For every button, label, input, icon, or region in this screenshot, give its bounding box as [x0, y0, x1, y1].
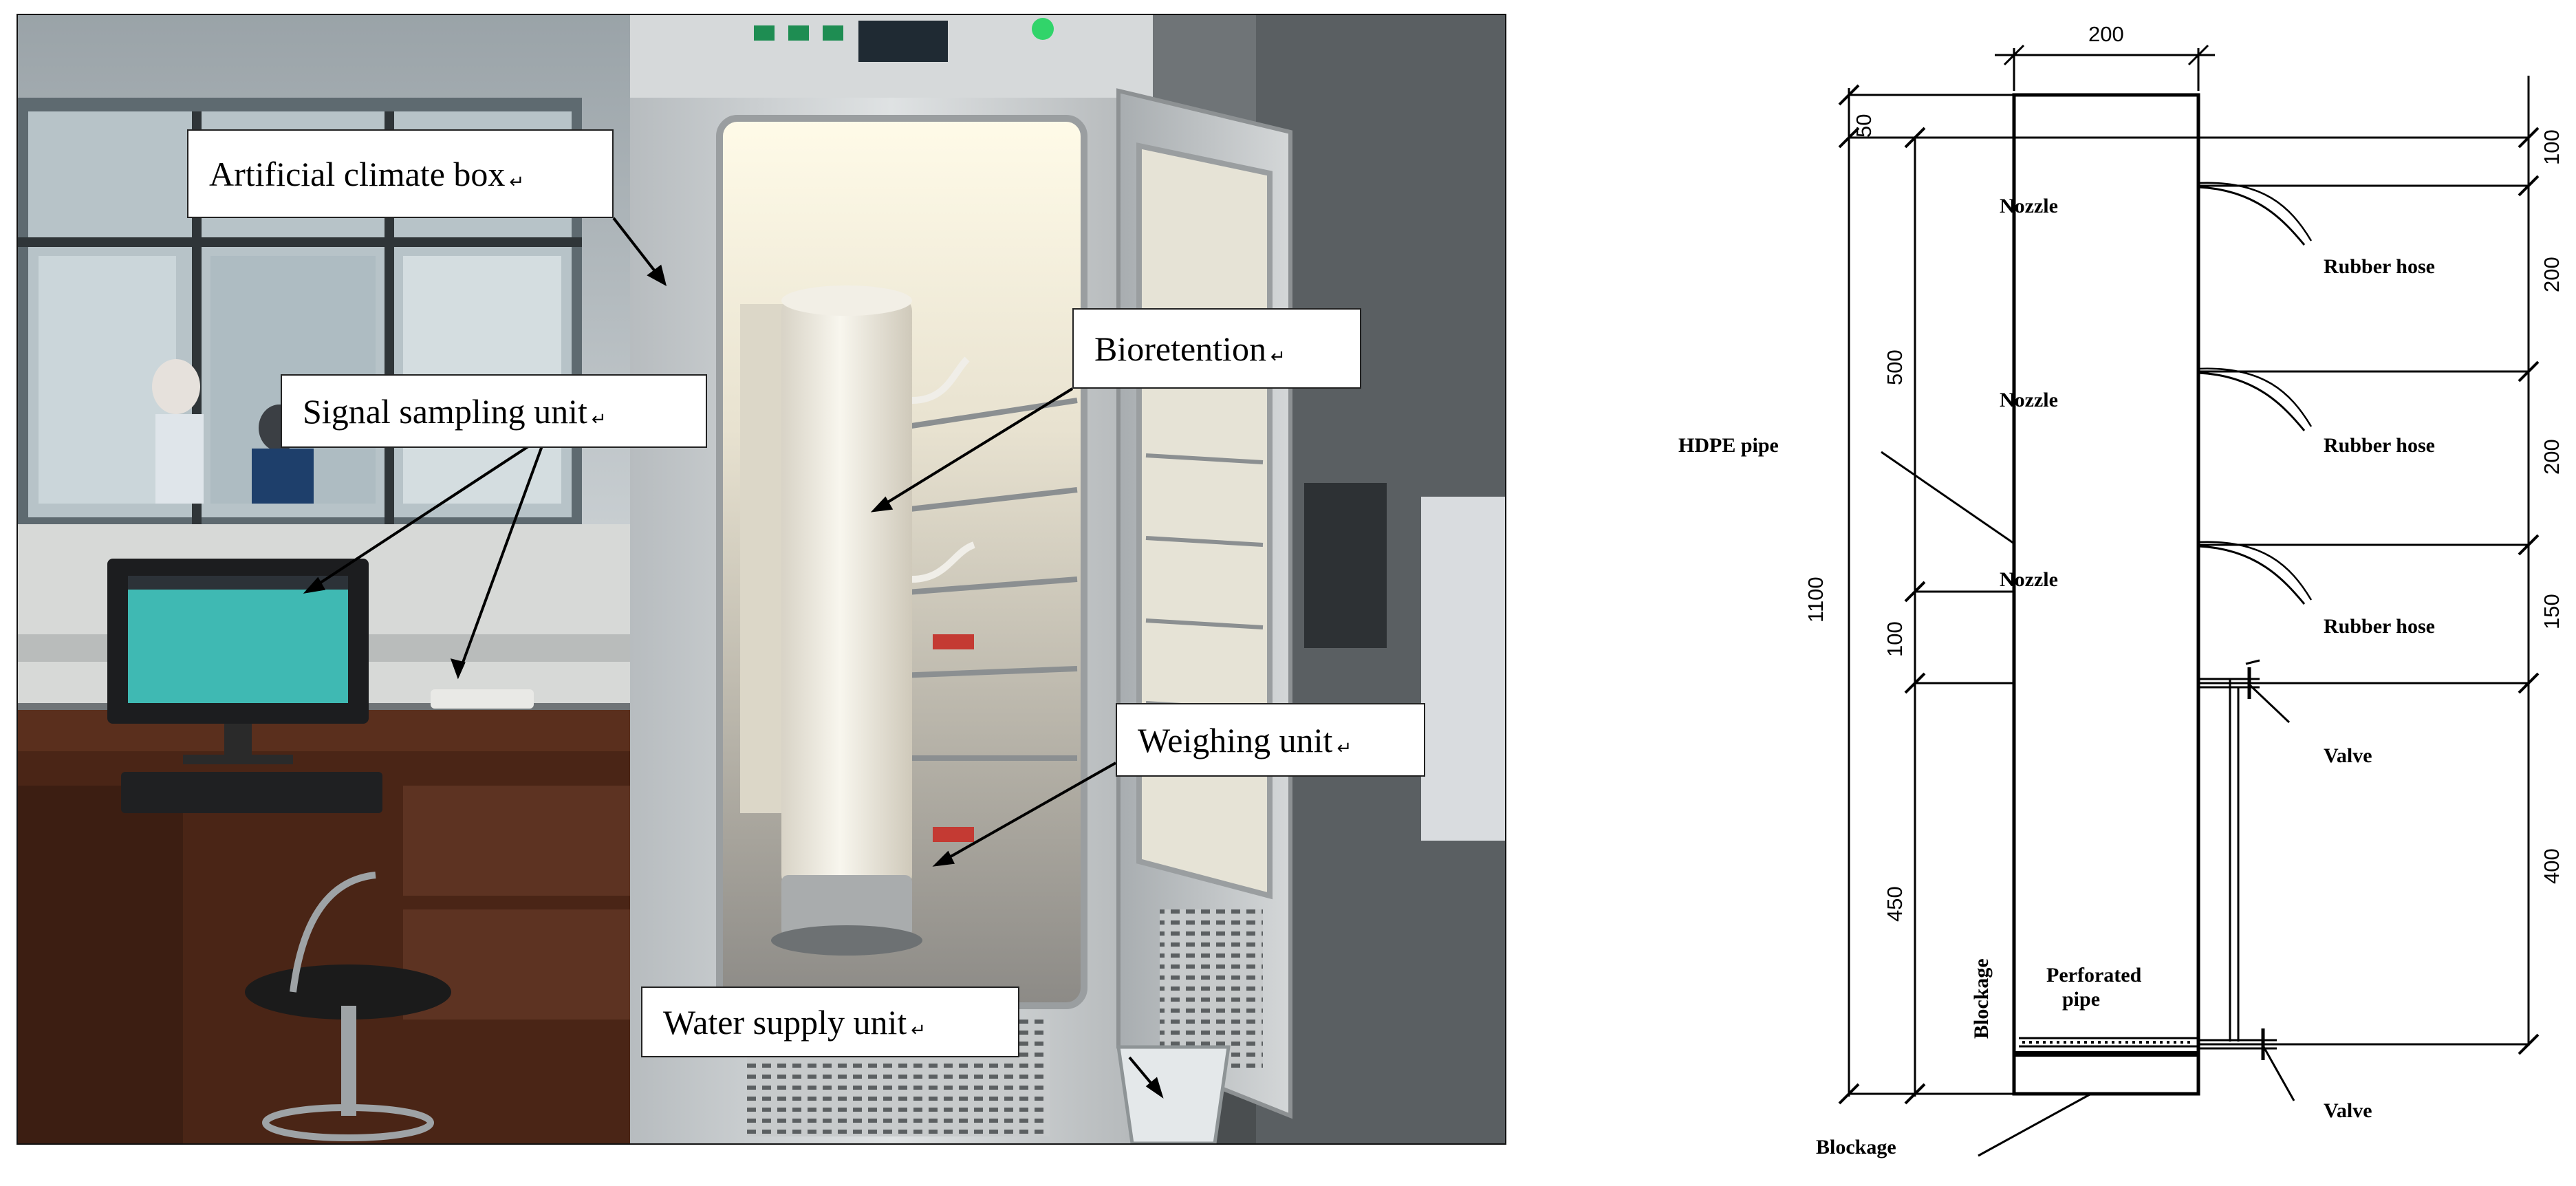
blockage-bottom-label: Blockage: [1816, 1136, 1896, 1158]
perforated-pipe-label-2: pipe: [2062, 988, 2100, 1011]
rubber-hose-label-3: Rubber hose: [2324, 615, 2435, 638]
nozzle-label-2: Nozzle: [2000, 389, 2058, 411]
nozzle-label-3: Nozzle: [2000, 568, 2058, 591]
label-text: Water supply unit: [663, 1002, 907, 1042]
blockage-side-label: Blockage: [1970, 958, 1993, 1039]
lab-setup-photo: Artificial climate box↵ Signal sampling …: [17, 14, 1506, 1145]
dim-top-width: 200: [2088, 22, 2124, 46]
drawing-svg: Nozzle Nozzle Nozzle Rubber hose Rubber …: [1678, 22, 2564, 1158]
dim-upper-section: 500: [1883, 349, 1907, 385]
label-water-supply-unit: Water supply unit↵: [641, 986, 1019, 1057]
label-weighing-unit: Weighing unit↵: [1116, 703, 1425, 777]
label-signal-sampling-unit: Signal sampling unit↵: [281, 374, 707, 448]
dim-right-section-2: 200: [2540, 439, 2564, 475]
dim-right-valves: 400: [2540, 848, 2564, 884]
dim-right-section-3: 150: [2540, 594, 2564, 629]
valve-label-2: Valve: [2324, 1099, 2372, 1122]
label-artificial-climate-box: Artificial climate box↵: [187, 129, 614, 218]
label-text: Signal sampling unit: [303, 391, 587, 431]
dim-lower-section: 450: [1883, 886, 1907, 922]
label-text: Artificial climate box: [209, 154, 506, 193]
hdpe-pipe-label: HDPE pipe: [1678, 434, 1779, 457]
dim-right-section-1: 200: [2540, 257, 2564, 292]
nozzle-label-1: Nozzle: [2000, 195, 2058, 217]
label-bioretention: Bioretention↵: [1072, 308, 1361, 389]
valve-label-1: Valve: [2324, 744, 2372, 767]
dim-total-height: 1100: [1804, 576, 1828, 623]
label-text: Bioretention: [1094, 329, 1266, 368]
dim-right-top: 100: [2540, 129, 2564, 165]
dim-top-margin: 50: [1852, 114, 1876, 138]
rubber-hose-label-1: Rubber hose: [2324, 255, 2435, 278]
bioretention-column-drawing: Nozzle Nozzle Nozzle Rubber hose Rubber …: [1665, 0, 2576, 1183]
rubber-hose-label-2: Rubber hose: [2324, 434, 2435, 457]
hdpe-column: [2012, 93, 2200, 1096]
label-text: Weighing unit: [1138, 720, 1333, 759]
perforated-pipe-label-1: Perforated: [2046, 964, 2142, 986]
dim-mid-section: 100: [1883, 621, 1907, 657]
